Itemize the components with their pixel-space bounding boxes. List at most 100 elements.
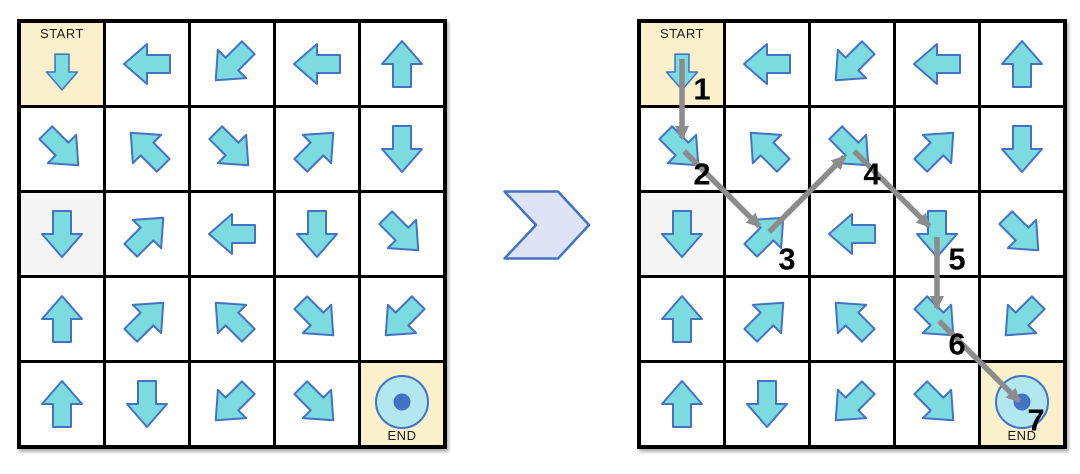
- grid-cell: [276, 363, 358, 445]
- arrow-down-icon: [1001, 125, 1043, 173]
- grid-cell: [21, 193, 103, 275]
- end-label: END: [1007, 428, 1037, 443]
- grid-cell: [811, 363, 893, 445]
- arrow-left-icon: [913, 43, 961, 85]
- arrow-down-right-icon: [998, 210, 1040, 252]
- start-label: START: [660, 26, 704, 41]
- grid-cell: [106, 23, 188, 105]
- arrow-up-icon: [41, 380, 83, 428]
- grid-cell: [726, 193, 808, 275]
- grid-cell: [896, 108, 978, 190]
- arrow-down-icon: [661, 210, 703, 258]
- grid-cell: [361, 23, 443, 105]
- grid-cell: [361, 108, 443, 190]
- arrow-up-left-icon: [129, 131, 171, 173]
- arrow-up-icon: [661, 295, 703, 343]
- grid-cell-end: END: [981, 363, 1063, 445]
- arrow-down-right-icon: [293, 380, 335, 422]
- arrow-down-icon: [45, 53, 79, 91]
- arrow-down-right-icon: [658, 125, 700, 167]
- arrow-down-right-icon: [913, 380, 955, 422]
- arrow-down-right-icon: [208, 125, 250, 167]
- arrow-down-right-icon: [378, 210, 420, 252]
- arrow-up-right-icon: [123, 301, 165, 343]
- arrow-up-left-icon: [834, 301, 876, 343]
- arrow-down-icon: [41, 210, 83, 258]
- grid-cell: [191, 363, 273, 445]
- grid-cell-start: START: [641, 23, 723, 105]
- start-label: START: [40, 26, 84, 41]
- arrow-left-icon: [208, 213, 256, 255]
- arrow-up-icon: [41, 295, 83, 343]
- grid-cell: [896, 363, 978, 445]
- end-label: END: [387, 428, 417, 443]
- grid-cell: [811, 278, 893, 360]
- grid-cell: [896, 278, 978, 360]
- grid-cell: [106, 108, 188, 190]
- arrow-down-right-icon: [293, 295, 335, 337]
- grid-cell-end: END: [361, 363, 443, 445]
- arrow-down-icon: [126, 380, 168, 428]
- grid-cell: [641, 193, 723, 275]
- arrow-left-icon: [293, 43, 341, 85]
- arrow-down-icon: [381, 125, 423, 173]
- arrow-up-right-icon: [743, 301, 785, 343]
- grid-cell: [726, 278, 808, 360]
- end-marker-icon: [375, 375, 429, 429]
- grid-cell: [276, 23, 358, 105]
- arrow-down-icon: [916, 210, 958, 258]
- arrow-down-left-icon: [1004, 295, 1046, 337]
- arrow-down-left-icon: [214, 380, 256, 422]
- arrow-left-icon: [123, 43, 171, 85]
- grid-cell: [191, 23, 273, 105]
- grid-cell-start: START: [21, 23, 103, 105]
- grid-cell: [981, 23, 1063, 105]
- arrow-down-left-icon: [384, 295, 426, 337]
- grid-cell: [641, 108, 723, 190]
- grid-cell: [726, 363, 808, 445]
- grid-cell: [361, 193, 443, 275]
- grid-cell: [811, 23, 893, 105]
- arrow-up-right-icon: [293, 131, 335, 173]
- grid-cell: [981, 278, 1063, 360]
- grid-cell: [276, 193, 358, 275]
- maze-grid-solved: START END: [637, 19, 1067, 449]
- grid-cell: [896, 23, 978, 105]
- arrow-down-right-icon: [828, 125, 870, 167]
- grid-cell: [981, 193, 1063, 275]
- grid-cell: [191, 193, 273, 275]
- grid-cell: [276, 278, 358, 360]
- grid-cell: [641, 278, 723, 360]
- grid-cell: [811, 108, 893, 190]
- grid-cell: [21, 363, 103, 445]
- arrow-down-left-icon: [214, 40, 256, 82]
- grid-cell: [106, 278, 188, 360]
- grid-cell: [981, 108, 1063, 190]
- arrow-down-icon: [665, 53, 699, 91]
- grid-cell: [641, 363, 723, 445]
- arrow-up-right-icon: [743, 216, 785, 258]
- grid-cell: [276, 108, 358, 190]
- arrow-up-icon: [661, 380, 703, 428]
- grid-cell: [21, 278, 103, 360]
- arrow-up-icon: [1001, 40, 1043, 88]
- grid-cell: [896, 193, 978, 275]
- grid-cell: [726, 108, 808, 190]
- arrow-down-right-icon: [38, 125, 80, 167]
- arrow-down-left-icon: [834, 380, 876, 422]
- arrow-up-right-icon: [123, 216, 165, 258]
- arrow-down-icon: [746, 380, 788, 428]
- grid-cell: [106, 193, 188, 275]
- arrow-down-icon: [296, 210, 338, 258]
- arrow-up-icon: [381, 40, 423, 88]
- grid-cell: [811, 193, 893, 275]
- grid-cell: [191, 278, 273, 360]
- transform-chevron-icon: [503, 190, 591, 260]
- grid-cell: [191, 108, 273, 190]
- arrow-down-left-icon: [834, 40, 876, 82]
- arrow-up-right-icon: [913, 131, 955, 173]
- grid-cell: [726, 23, 808, 105]
- arrow-left-icon: [743, 43, 791, 85]
- arrow-down-right-icon: [913, 295, 955, 337]
